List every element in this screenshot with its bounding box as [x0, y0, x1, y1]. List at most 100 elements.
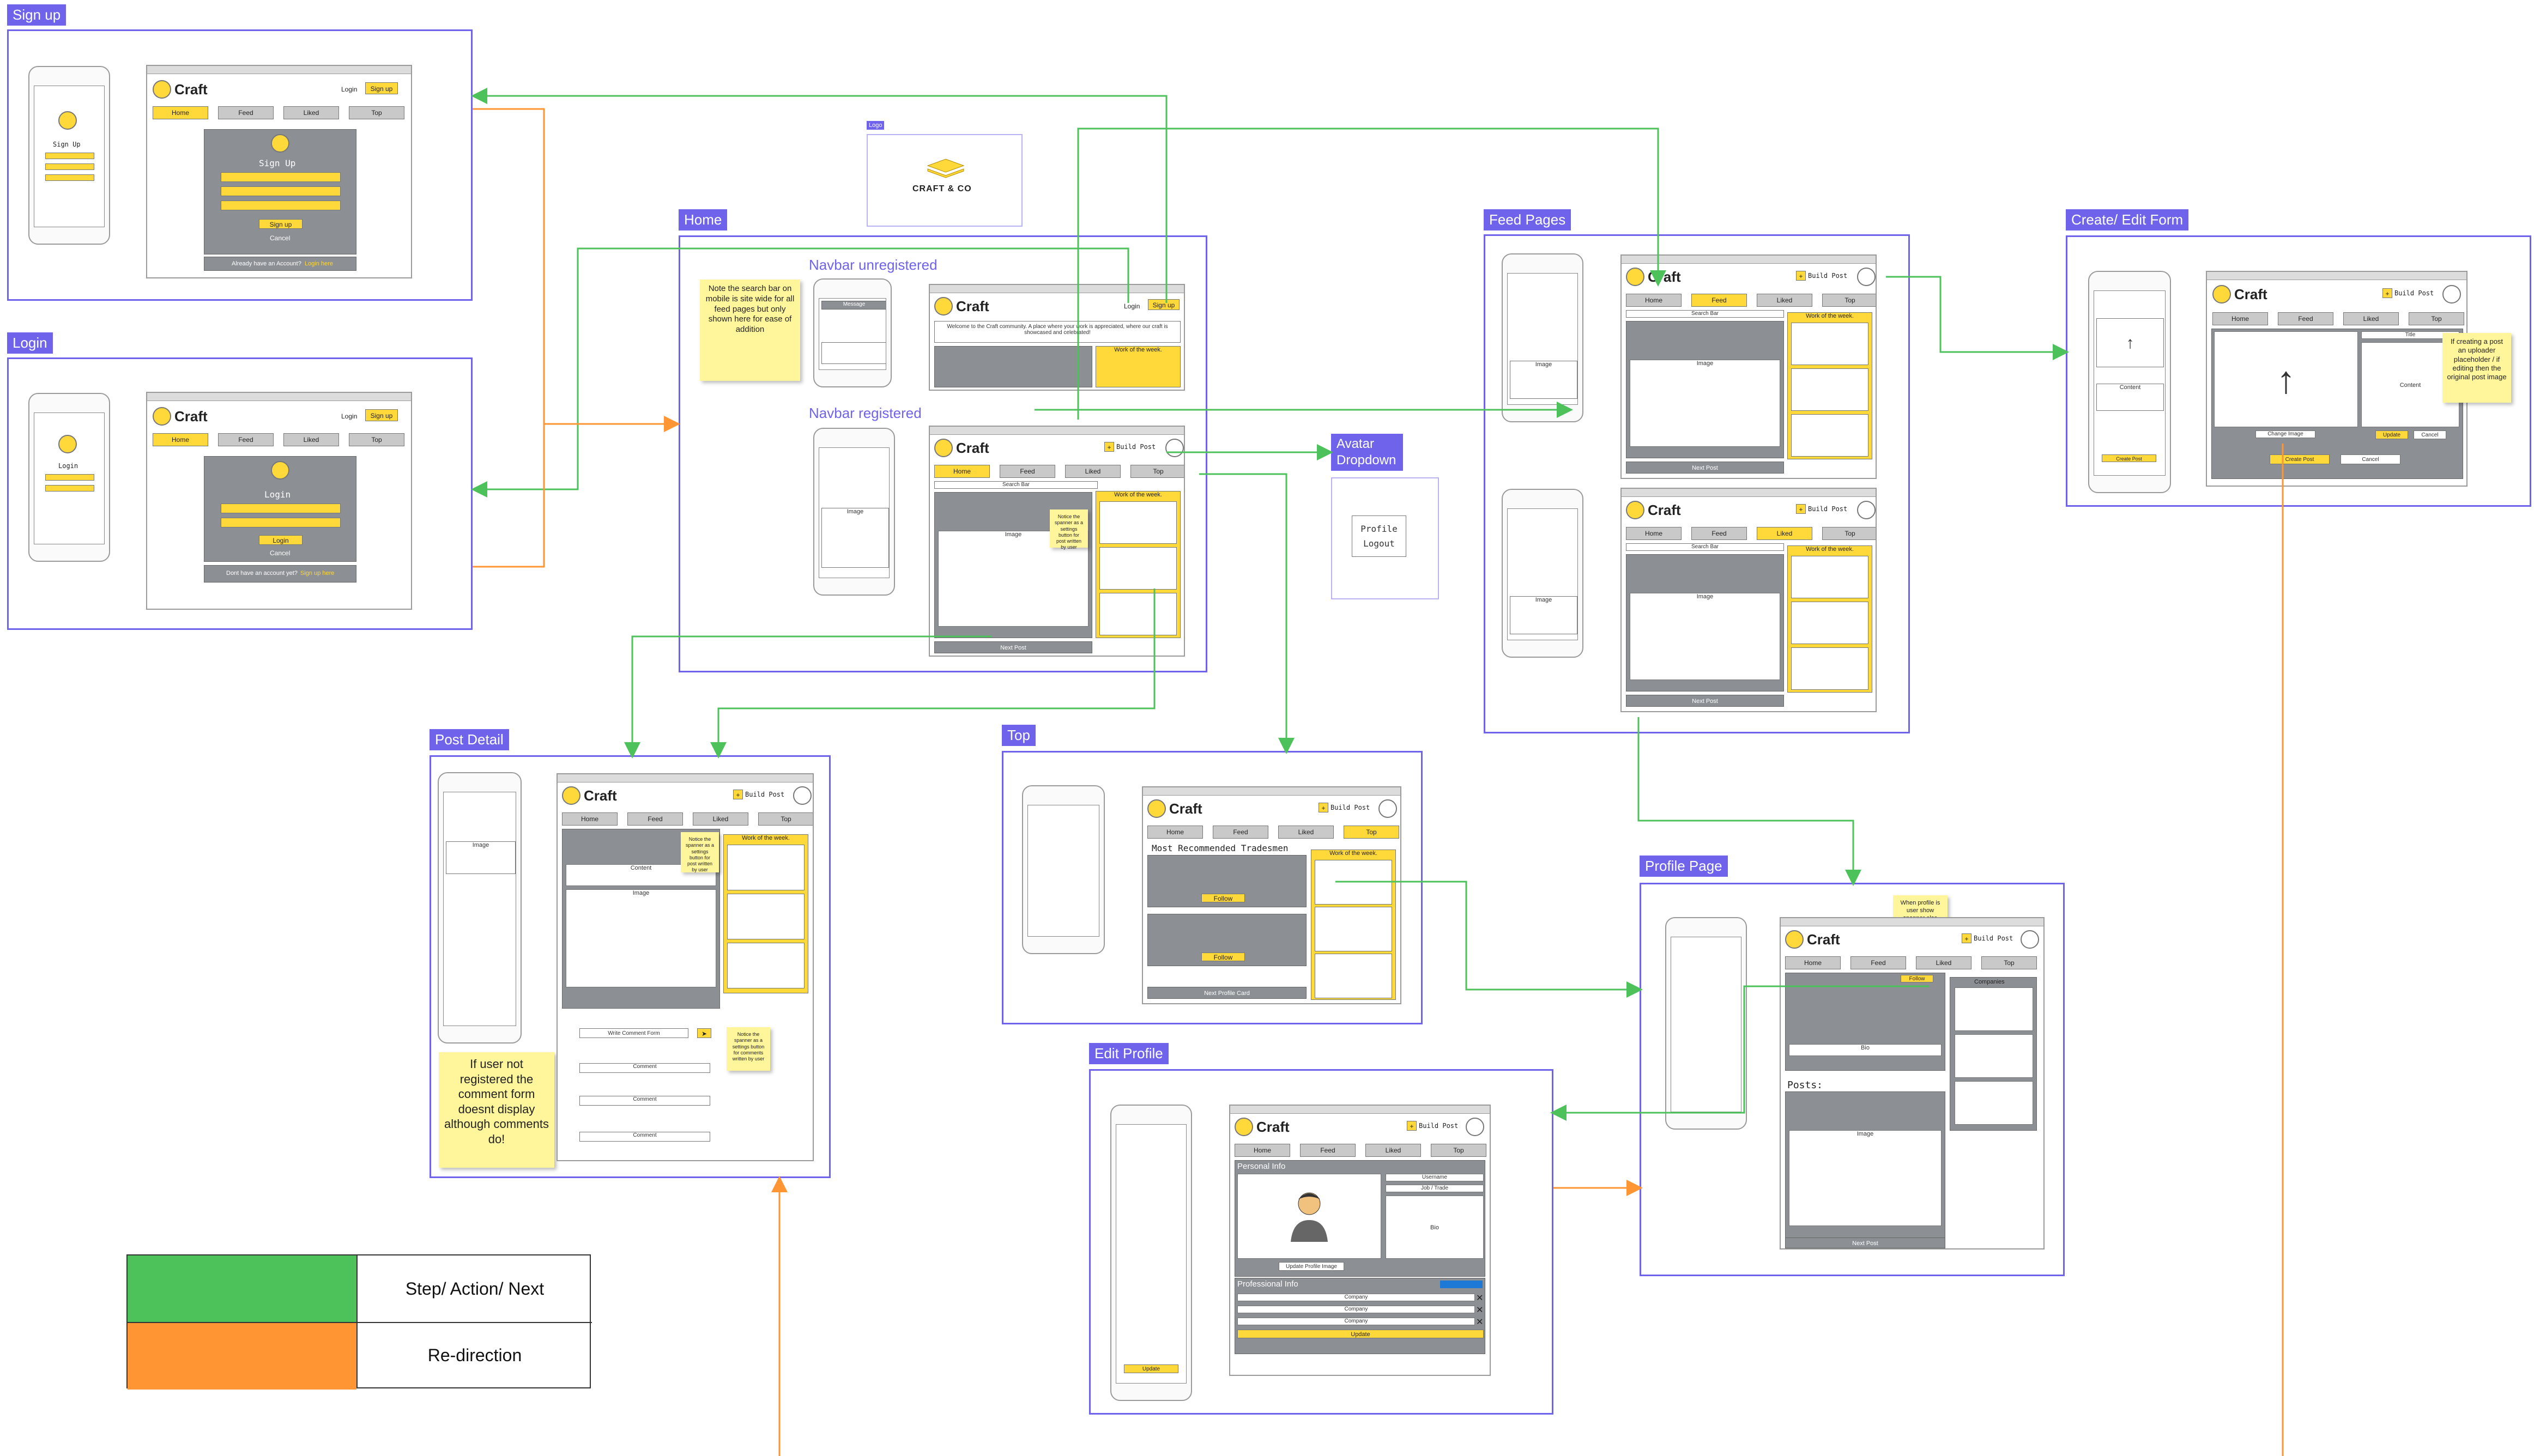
nav-liked[interactable]: Liked: [2343, 312, 2399, 325]
nav-liked[interactable]: Liked: [1757, 527, 1812, 540]
signup-footer-link[interactable]: Login here: [305, 260, 333, 267]
nav-feed[interactable]: Feed: [218, 106, 274, 119]
update-profile-button-mobile[interactable]: Update: [1124, 1364, 1178, 1373]
feed-post-card[interactable]: Image: [1626, 321, 1784, 458]
nav-liked[interactable]: Liked: [1365, 1144, 1421, 1157]
company-input[interactable]: Company: [1237, 1294, 1475, 1301]
nav-liked[interactable]: Liked: [1757, 294, 1812, 307]
avatar-icon[interactable]: [2021, 930, 2039, 949]
nav-top[interactable]: Top: [349, 433, 404, 446]
work-of-week-item[interactable]: [1791, 323, 1868, 365]
work-of-week-item[interactable]: [1315, 954, 1392, 998]
nav-liked[interactable]: Liked: [1065, 465, 1121, 478]
nav-home[interactable]: Home: [1626, 294, 1682, 307]
nav-signup-button[interactable]: Sign up: [365, 82, 398, 94]
nav-feed[interactable]: Feed: [2278, 312, 2333, 325]
nav-signup-button[interactable]: Sign up: [365, 409, 398, 421]
bio-input[interactable]: Bio: [1386, 1196, 1484, 1259]
next-profile-card-button[interactable]: Next Profile Card: [1147, 987, 1307, 999]
build-post-icon[interactable]: +: [2382, 288, 2392, 298]
avatar-icon[interactable]: [1378, 799, 1397, 818]
build-post-button[interactable]: Build Post: [1974, 935, 2013, 942]
close-icon[interactable]: ✕: [1476, 1306, 1484, 1315]
close-icon[interactable]: ✕: [1476, 1318, 1484, 1327]
work-of-week-item[interactable]: [727, 845, 805, 890]
liked-post-card[interactable]: Image: [1626, 554, 1784, 691]
work-of-week-item[interactable]: [1791, 368, 1868, 411]
create-post-button[interactable]: Create Post: [2270, 454, 2330, 464]
company-item[interactable]: [1955, 1034, 2033, 1078]
nav-liked[interactable]: Liked: [1278, 826, 1334, 839]
build-post-icon[interactable]: +: [1962, 933, 1971, 943]
nav-home[interactable]: Home: [1147, 826, 1203, 839]
update-profile-image-button[interactable]: Update Profile Image: [1279, 1262, 1344, 1271]
company-item[interactable]: [1955, 1081, 2033, 1125]
upload-icon[interactable]: ↑: [2214, 331, 2358, 427]
add-company-button[interactable]: [1440, 1281, 1483, 1288]
nav-liked[interactable]: Liked: [693, 812, 748, 826]
create-mobile-content[interactable]: Content: [2096, 384, 2164, 411]
job-input[interactable]: Job / Trade: [1386, 1185, 1484, 1192]
profile-post-card[interactable]: Image: [1785, 1091, 1945, 1239]
build-post-icon[interactable]: +: [1319, 803, 1328, 812]
tradesman-card[interactable]: Follow: [1147, 914, 1307, 966]
create-post-button-mobile[interactable]: Create Post: [2102, 454, 2156, 462]
next-post-button[interactable]: Next Post: [1626, 695, 1784, 707]
cancel-create-button[interactable]: Cancel: [2341, 454, 2400, 464]
nav-home[interactable]: Home: [934, 465, 990, 478]
nav-feed[interactable]: Feed: [627, 812, 683, 826]
feed-mobile-image[interactable]: Image: [1510, 596, 1577, 634]
username-input[interactable]: Username: [1386, 1174, 1484, 1181]
nav-liked[interactable]: Liked: [1916, 956, 1971, 969]
comment-form[interactable]: Write Comment Form: [579, 1028, 688, 1038]
signup-email-field[interactable]: [221, 186, 341, 196]
signup-username-field[interactable]: [221, 172, 341, 182]
nav-feed[interactable]: Feed: [1691, 527, 1747, 540]
nav-home[interactable]: Home: [153, 106, 208, 119]
next-post-button[interactable]: Next Post: [1626, 462, 1784, 474]
search-bar[interactable]: Search Bar: [1626, 543, 1784, 551]
nav-home[interactable]: Home: [562, 812, 618, 826]
avatar-icon[interactable]: [793, 786, 812, 805]
work-of-week-item[interactable]: [1315, 907, 1392, 951]
nav-top[interactable]: Top: [758, 812, 813, 826]
nav-top[interactable]: Top: [1981, 956, 2037, 969]
build-post-button[interactable]: Build Post: [2394, 289, 2434, 297]
update-button[interactable]: Update: [2375, 430, 2408, 439]
signup-submit-button[interactable]: Sign up: [259, 219, 303, 229]
build-post-button[interactable]: Build Post: [1116, 443, 1156, 451]
build-post-button[interactable]: Build Post: [1330, 804, 1370, 811]
search-bar[interactable]: Search Bar: [934, 481, 1098, 489]
nav-feed[interactable]: Feed: [1691, 294, 1747, 307]
home-featured-post[interactable]: [934, 346, 1092, 387]
login-password-field[interactable]: [221, 518, 341, 527]
company-input[interactable]: Company: [1237, 1306, 1475, 1313]
work-of-week-item[interactable]: [1099, 501, 1177, 544]
build-post-button[interactable]: Build Post: [1808, 505, 1848, 513]
nav-login-link[interactable]: Login: [1124, 302, 1140, 310]
login-username-field[interactable]: [221, 503, 341, 513]
dropdown-logout[interactable]: Logout: [1363, 538, 1395, 549]
company-input[interactable]: Company: [1237, 1318, 1475, 1325]
build-post-icon[interactable]: +: [733, 790, 743, 799]
nav-signup-button[interactable]: Sign up: [1148, 299, 1180, 310]
close-icon[interactable]: ✕: [1476, 1294, 1484, 1303]
nav-home[interactable]: Home: [1785, 956, 1841, 969]
build-post-icon[interactable]: +: [1104, 442, 1114, 452]
login-cancel-link[interactable]: Cancel: [270, 549, 291, 557]
nav-liked[interactable]: Liked: [283, 106, 339, 119]
nav-home[interactable]: Home: [153, 433, 208, 446]
next-post-button[interactable]: Next Post: [1785, 1237, 1945, 1248]
avatar-icon[interactable]: [1466, 1118, 1484, 1136]
nav-login-link[interactable]: Login: [341, 412, 358, 420]
nav-feed[interactable]: Feed: [1213, 826, 1268, 839]
cancel-button[interactable]: Cancel: [2414, 430, 2446, 439]
nav-top[interactable]: Top: [2409, 312, 2464, 325]
work-of-week-item[interactable]: [1791, 556, 1868, 598]
build-post-button[interactable]: Build Post: [1808, 272, 1848, 280]
work-of-week-item[interactable]: [727, 943, 805, 988]
change-image-button[interactable]: Change Image: [2255, 430, 2315, 438]
nav-login-link[interactable]: Login: [341, 86, 358, 93]
work-of-week-item[interactable]: [1791, 602, 1868, 644]
post-title-input[interactable]: Title: [2361, 331, 2459, 339]
